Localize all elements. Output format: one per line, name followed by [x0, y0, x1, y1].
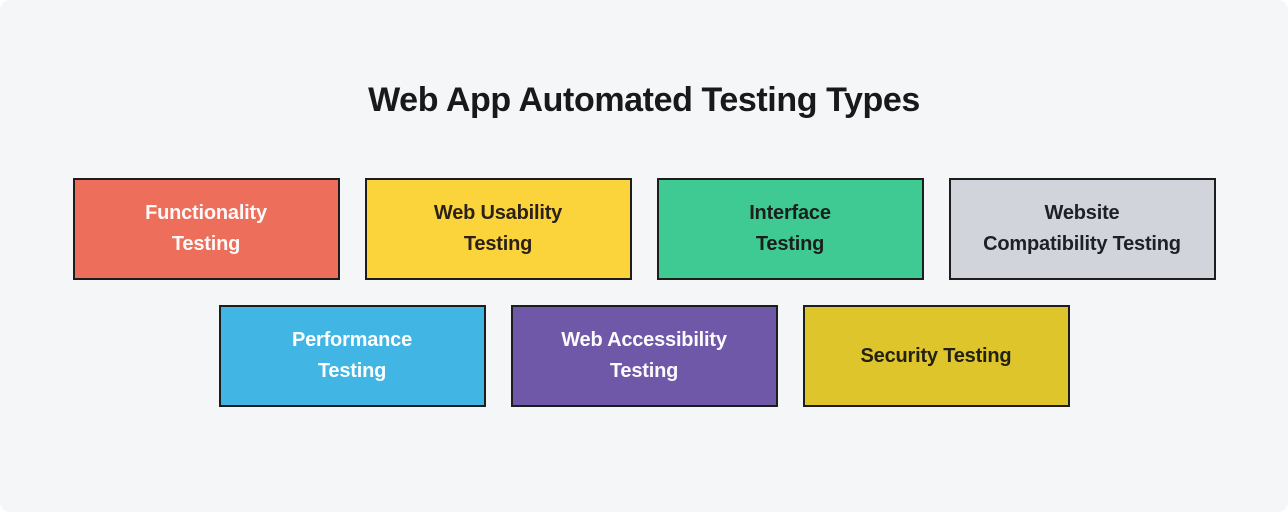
box-label-line: Testing — [755, 233, 825, 255]
page-title: Web App Automated Testing Types — [368, 81, 920, 119]
box-label-line: Security Testing — [860, 344, 1012, 367]
box-label-line: Testing — [609, 360, 679, 382]
box-security-testing: Security Testing — [802, 305, 1070, 407]
box-label-line: Compatibility Testing — [983, 233, 1181, 255]
testing-types-row-2: Performance Testing Web Accessibility Te… — [0, 305, 1288, 407]
box-label-line: Website — [1044, 202, 1120, 224]
box-label-line: Web Usability — [433, 202, 563, 224]
box-label-line: Interface — [749, 202, 831, 224]
testing-types-row-1: Functionality Testing Web Usability Test… — [0, 178, 1288, 280]
box-label-line: Testing — [317, 360, 387, 382]
box-website-compatibility-testing: Website Compatibility Testing — [948, 178, 1216, 280]
box-web-accessibility-testing: Web Accessibility Testing — [510, 305, 778, 407]
box-web-usability-testing: Web Usability Testing — [364, 178, 632, 280]
box-label-line: Testing — [171, 233, 241, 255]
box-performance-testing: Performance Testing — [218, 305, 486, 407]
box-label-line: Functionality — [145, 202, 267, 224]
box-label-line: Performance — [291, 329, 413, 351]
box-label-line: Web Accessibility — [561, 329, 727, 351]
box-label-line: Testing — [463, 233, 533, 255]
box-interface-testing: Interface Testing — [656, 178, 924, 280]
box-functionality-testing: Functionality Testing — [72, 178, 340, 280]
